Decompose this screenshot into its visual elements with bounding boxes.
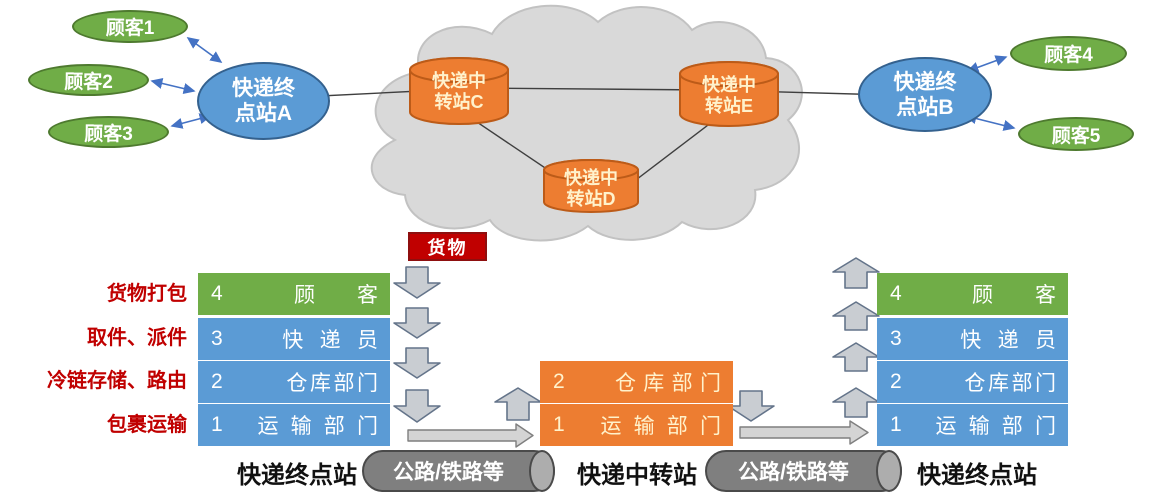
- customer-2-node: 顾客2: [28, 64, 149, 96]
- right-stack-layer-1: 1 运输部门: [877, 404, 1068, 446]
- flow-arrows: [393, 257, 880, 423]
- layer-number: 1: [553, 413, 565, 436]
- layer-number: 2: [890, 370, 902, 393]
- right-stack-layer-4: 4 顾客: [877, 273, 1068, 315]
- process-label-packing: 货物打包: [107, 283, 187, 305]
- left-stack-layer-3: 3 快递员: [198, 318, 390, 360]
- road-rail-cylinder-right: 公路/铁路等: [705, 450, 902, 492]
- cylinder-cap: [876, 450, 902, 492]
- process-label-parcel-transport: 包裹运输: [107, 414, 187, 436]
- hub-c-label: 快递中 转站C: [432, 71, 486, 112]
- middle-stack-layer-1: 1 运输部门: [540, 404, 733, 446]
- layer-label: 仓库部门: [964, 372, 1059, 395]
- layer-number: 4: [211, 282, 223, 305]
- hub-d-label: 快递中 转站D: [564, 168, 618, 209]
- customer-1-node: 顾客1: [72, 10, 188, 43]
- hub-e-label: 快递中 转站E: [702, 75, 756, 116]
- layer-number: 2: [553, 370, 565, 393]
- road-rail-label: 公路/铁路等: [738, 461, 849, 484]
- customer-5-label: 顾客5: [1051, 125, 1101, 147]
- middle-stack-layer-2: 2 仓库部门: [540, 361, 733, 403]
- customer-3-label: 顾客3: [84, 123, 133, 145]
- process-label-coldchain-routing: 冷链存储、路由: [47, 370, 187, 392]
- customer-4-node: 顾客4: [1010, 36, 1127, 71]
- hub-cylinders: [409, 57, 779, 213]
- layer-label: 顾客: [972, 284, 1098, 307]
- cargo-label: 货物: [427, 237, 468, 258]
- right-stack-layer-3: 3 快递员: [877, 318, 1068, 360]
- layer-number: 2: [211, 370, 223, 393]
- layer-label: 运输部门: [935, 415, 1069, 438]
- customer-2-label: 顾客2: [64, 71, 113, 93]
- layer-label: 运输部门: [600, 415, 734, 438]
- right-stack-layer-2: 2 仓库部门: [877, 361, 1068, 403]
- right-stack-caption: 快递终点站: [917, 462, 1037, 489]
- transfer-arrows: [407, 420, 869, 448]
- cargo-box: 货物: [408, 232, 487, 261]
- left-stack-layer-1: 1 运输部门: [198, 404, 390, 446]
- customer-1-label: 顾客1: [105, 18, 155, 39]
- layer-label: 顾客: [294, 284, 420, 307]
- left-stack-layer-2: 2 仓库部门: [198, 361, 390, 403]
- layer-label: 快递员: [282, 329, 395, 352]
- layer-label: 快递员: [960, 329, 1073, 352]
- middle-stack-caption: 快递中转站: [577, 462, 697, 489]
- cylinder-cap: [529, 450, 555, 492]
- terminal-b-node: 快递终 点站B: [858, 57, 992, 132]
- layer-label: 运输部门: [257, 415, 391, 438]
- road-rail-label: 公路/铁路等: [393, 461, 504, 484]
- layer-number: 1: [211, 413, 223, 436]
- terminal-a-label: 快递终 点站A: [232, 77, 295, 125]
- layer-number: 4: [890, 282, 902, 305]
- customer-3-node: 顾客3: [48, 116, 169, 148]
- road-rail-cylinder-left: 公路/铁路等: [362, 450, 555, 492]
- customer-5-node: 顾客5: [1018, 117, 1134, 151]
- layer-label: 仓库部门: [286, 372, 381, 395]
- terminal-a-node: 快递终 点站A: [197, 62, 330, 140]
- layer-number: 1: [890, 413, 902, 436]
- terminal-b-label: 快递终 点站B: [893, 70, 957, 119]
- layer-label: 仓库部门: [614, 372, 729, 395]
- left-stack-layer-4: 4 顾客: [198, 273, 390, 315]
- layer-number: 3: [890, 327, 902, 350]
- layer-number: 3: [211, 327, 223, 350]
- customer-4-label: 顾客4: [1044, 45, 1093, 66]
- left-stack-caption: 快递终点站: [237, 462, 357, 489]
- process-label-pickup-dispatch: 取件、派件: [87, 327, 187, 349]
